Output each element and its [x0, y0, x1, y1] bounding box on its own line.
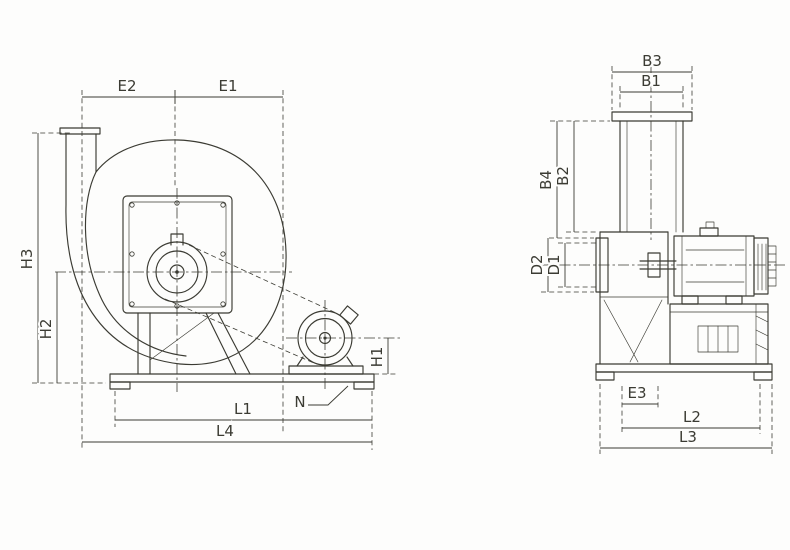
side-view: B3 B1 B4 B2 D2 D1 E3 L2 L3	[526, 50, 785, 454]
impeller-hub	[146, 233, 208, 303]
motor-foot	[725, 295, 743, 305]
dim-label-e3: E3	[627, 384, 646, 402]
motor-pad	[288, 365, 364, 375]
volute-outline	[65, 133, 287, 366]
dim-label-h1: H1	[368, 347, 386, 368]
motor-foot	[681, 295, 699, 305]
dim-label-n: N	[294, 393, 305, 411]
dim-label-b3: B3	[642, 52, 662, 70]
motor-side	[673, 221, 777, 305]
inlet-collar	[595, 237, 609, 293]
volute-inner-spiral	[84, 171, 187, 357]
terminal-box	[339, 305, 359, 325]
side-dimensions: B3 B1 B4 B2 D2 D1 E3 L2 L3	[526, 50, 773, 454]
dim-label-l2: L2	[683, 408, 701, 426]
front-dimension-lines	[37, 90, 389, 443]
dim-label-d1: D1	[545, 254, 563, 275]
lifting-lug	[699, 227, 719, 237]
dim-label-l1: L1	[234, 400, 252, 418]
dim-label-h3: H3	[18, 249, 36, 270]
dim-label-b1: B1	[641, 72, 661, 90]
dim-label-b4: B4	[537, 170, 555, 190]
dim-label-l3: L3	[679, 428, 697, 446]
shaft-bearing	[639, 252, 677, 278]
outlet-flange	[59, 127, 101, 135]
dim-label-e1: E1	[218, 77, 237, 95]
front-centerlines	[55, 188, 402, 392]
support-legs	[137, 312, 251, 375]
dim-label-l4: L4	[216, 422, 234, 440]
casing-side	[595, 231, 669, 365]
outlet-duct	[599, 111, 693, 233]
front-view: E2 E1 H3 H2 H1 L1 L4 N	[16, 75, 402, 450]
dim-label-h2: H2	[37, 319, 55, 340]
n-leader-line	[308, 385, 349, 406]
dim-label-b2: B2	[554, 166, 572, 186]
base-frame	[109, 365, 375, 390]
front-dimensions: E2 E1 H3 H2 H1 L1 L4 N	[16, 75, 397, 450]
side-extension-lines	[541, 66, 773, 454]
side-dimension-lines	[547, 71, 772, 449]
motor-pedestal	[669, 303, 769, 365]
bolt-holes	[129, 200, 226, 309]
cowl-grille	[767, 245, 777, 287]
fan-scroll	[59, 127, 287, 366]
shaft-key-detail	[170, 233, 184, 246]
side-panel	[122, 195, 233, 314]
front-extension-lines	[32, 90, 397, 450]
duct-flange	[611, 111, 693, 122]
belt-drive-lines	[164, 244, 337, 364]
dim-label-d2: D2	[528, 254, 546, 275]
dim-label-e2: E2	[117, 77, 136, 95]
base-frame-side	[595, 363, 773, 381]
motor-front	[296, 305, 359, 367]
